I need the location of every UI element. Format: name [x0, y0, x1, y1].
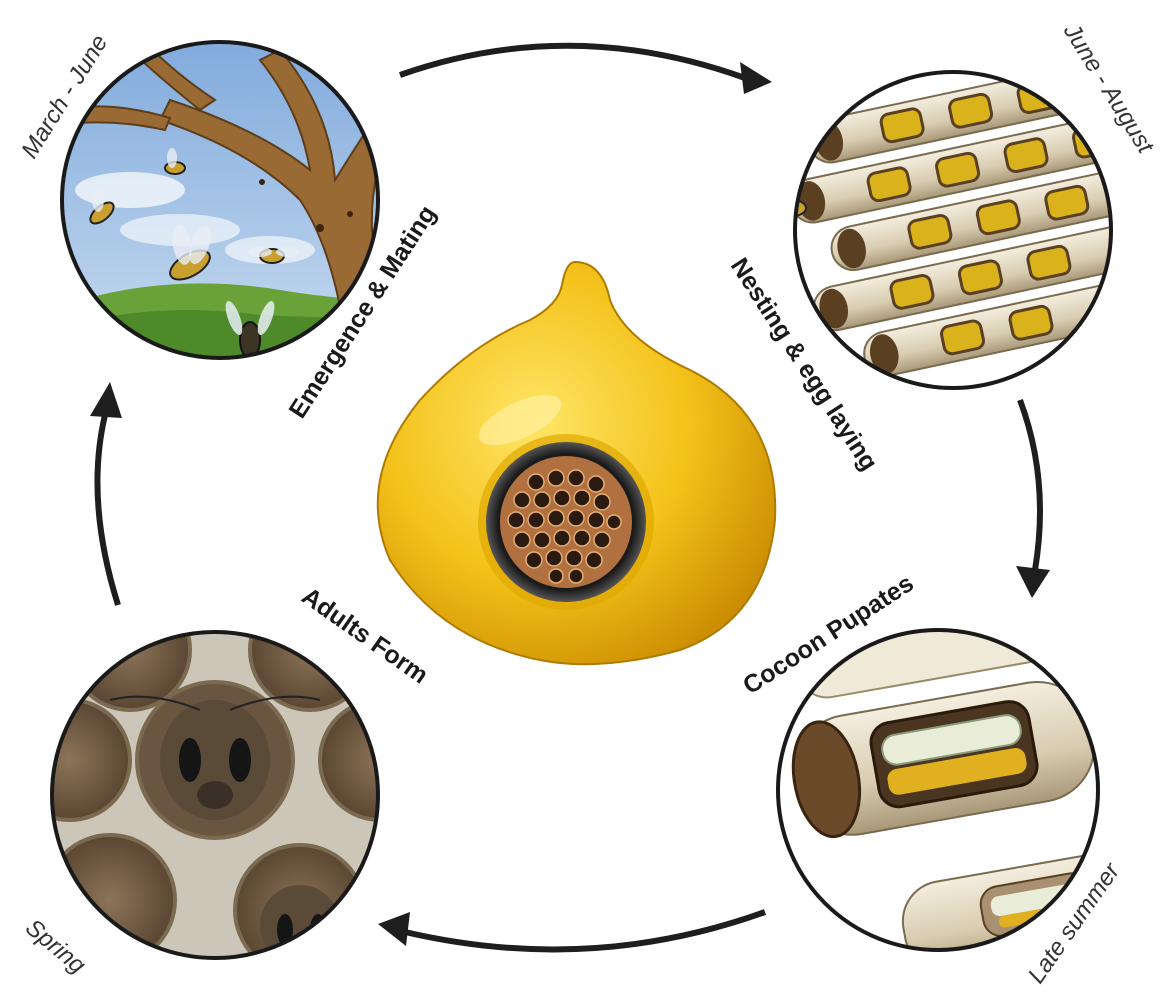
arrow-bottom	[405, 912, 765, 949]
arrow-top-head	[740, 62, 772, 94]
arrow-left-head	[90, 382, 122, 418]
nesting-illustration	[770, 61, 1153, 400]
arrow-right	[1020, 400, 1040, 570]
bee-icon	[260, 885, 340, 965]
arrow-left	[97, 415, 118, 605]
arrow-right-head	[1016, 566, 1050, 598]
arrow-top	[400, 46, 745, 78]
season-label-adults: Spring	[20, 914, 91, 980]
bee-house-icon	[378, 262, 776, 664]
arrow-bottom-head	[378, 912, 410, 946]
